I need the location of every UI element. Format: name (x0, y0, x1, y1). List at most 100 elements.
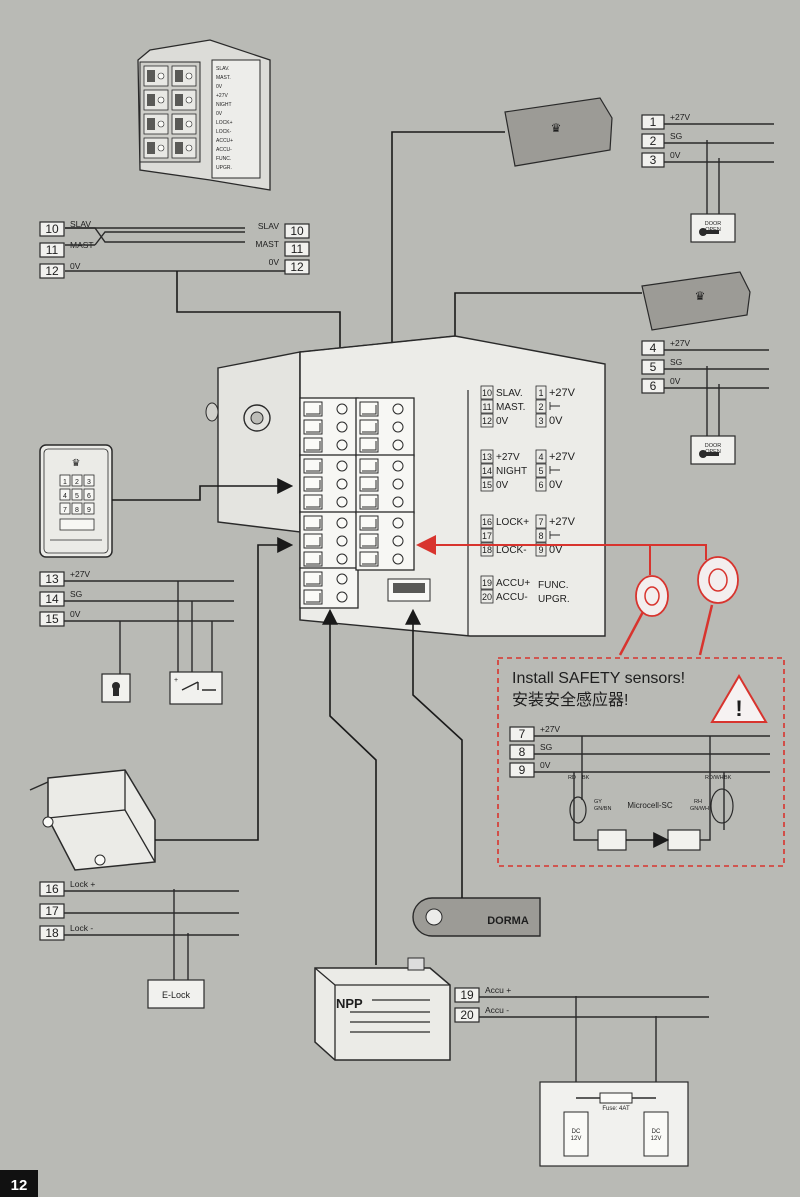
terminal-number-box (641, 359, 665, 375)
left-sensor-code: GN/BN (594, 806, 611, 812)
keypad-key: 3 (83, 474, 95, 487)
panel-terminal-label: ACCU+ (496, 578, 530, 589)
keypad-key: 8 (71, 502, 83, 515)
safety-sensor-section: Install SAFETY sensors! 安装安全感应器! ! 7+27V… (416, 535, 785, 867)
terminal-label: 0V (540, 760, 551, 770)
contact-symbol-icon (549, 402, 560, 410)
terminal-number: 13 (45, 572, 59, 586)
panel-terminal-label: ACCU- (496, 592, 528, 603)
controller-terminal-block (355, 397, 415, 457)
terminal-number-box (39, 571, 65, 587)
mini-terminal-cell (171, 137, 197, 159)
fuse-label: Fuse: 4AT (602, 1106, 630, 1112)
terminal-number: 15 (45, 612, 59, 626)
svg-text:4: 4 (63, 493, 67, 500)
panel-terminal-label: +27V (549, 387, 576, 399)
panel-terminal-label: NIGHT (496, 466, 527, 477)
mini-terminal-cell (171, 113, 197, 135)
door-release-button-icon (101, 673, 131, 703)
keypad-key: 9 (83, 502, 95, 515)
terminal-number: 1 (650, 115, 657, 129)
panel-terminal-label: 0V (549, 544, 563, 556)
panel-terminal-number: 13 (482, 452, 492, 462)
terminal-number-box (641, 133, 665, 149)
safety-title-zh: 安装安全感应器! (512, 690, 628, 709)
terminal-label: +27V (670, 338, 690, 348)
svg-text:9: 9 (87, 507, 91, 514)
terminal-number: 10 (290, 224, 304, 238)
svg-text:8: 8 (75, 507, 79, 514)
terminal-label: SG (670, 131, 682, 141)
page-number: 12 (11, 1177, 28, 1194)
terminal-label: Accu - (485, 1005, 509, 1015)
panel-terminal-number: 17 (482, 531, 492, 541)
terminal-number: 18 (45, 926, 59, 940)
panel-terminal-label: 0V (549, 415, 563, 427)
terminal-number: 6 (650, 379, 657, 393)
terminal-number-box (39, 242, 65, 258)
terminal-20: 20 Accu - (454, 1005, 709, 1023)
mini-terminal-cell (143, 137, 169, 159)
panel-terminal-label: 0V (496, 480, 509, 491)
terminal-label: 0V (269, 257, 280, 267)
terminal-3: 3 0V (641, 150, 774, 168)
terminal-number-box (39, 881, 65, 897)
terminal-label: SG (70, 589, 82, 599)
mini-module-label: LOCK- (216, 129, 232, 135)
wire-color-label: BK (582, 775, 590, 781)
terminal-label: +27V (540, 724, 560, 734)
safety-sensor-heads (618, 556, 739, 656)
panel-terminal-label: LOCK- (496, 545, 527, 556)
terminal-label: 0V (670, 150, 681, 160)
terminal-number: 2 (650, 134, 657, 148)
terminal-number: 20 (460, 1008, 474, 1022)
terminal-label: SLAV (70, 219, 91, 229)
contact-symbol-icon (549, 466, 560, 474)
door-switch-icon: DOOROPEN (690, 435, 736, 465)
controller-terminal-block (355, 454, 415, 514)
terminal-number: 16 (45, 882, 59, 896)
mini-module-label: FUNC. (216, 156, 231, 162)
panel-terminal-number: 10 (482, 388, 492, 398)
terminal-number-box (39, 221, 65, 237)
mini-terminal-cell (171, 65, 197, 87)
terminal-number-box (39, 925, 65, 941)
door-switch-icon: DOOROPEN (690, 213, 736, 243)
terminal-number: 11 (291, 242, 304, 256)
terminal-number-box (641, 114, 665, 130)
svg-text:♛: ♛ (551, 121, 562, 135)
terminal-number: 9 (519, 763, 526, 777)
terminal-number-box (284, 223, 310, 239)
left-sensor-code: GY (594, 799, 602, 805)
svg-text:5: 5 (75, 493, 79, 500)
panel-terminal-number: 5 (538, 466, 543, 476)
terminal-number-box (39, 263, 65, 279)
terminal-4: 4+27V (641, 338, 769, 356)
warning-triangle-icon: ! (710, 674, 768, 723)
panel-terminal-number: 3 (538, 416, 543, 426)
terminal-1: 1+27V (641, 112, 774, 130)
panel-terminal-number: 19 (482, 578, 492, 588)
terminal-13: 13+27V (39, 569, 234, 587)
terminal-label: 0V (670, 376, 681, 386)
terminal-number-box (641, 340, 665, 356)
terminal-6: 6 0V (641, 376, 769, 394)
svg-text:7: 7 (63, 507, 67, 514)
panel-terminal-label: +27V (549, 451, 576, 463)
panel-terminal-label: 0V (549, 479, 563, 491)
panel-terminal-number: 11 (482, 402, 491, 412)
terminal-number: 3 (650, 153, 657, 167)
terminal-number: 12 (290, 260, 304, 274)
svg-text:+: + (174, 677, 178, 684)
svg-text:♛: ♛ (695, 289, 706, 303)
